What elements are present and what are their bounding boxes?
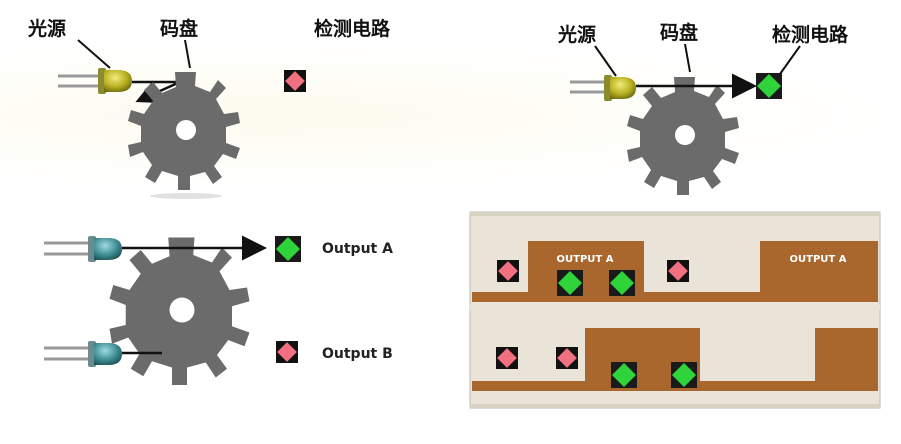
label-light-source: 光源 <box>558 24 597 46</box>
detector-diamond-icon <box>275 236 301 262</box>
detector-diamond-icon <box>497 260 519 282</box>
label-code-disc: 码盘 <box>160 18 199 40</box>
detector-diamond-icon <box>671 362 697 388</box>
detector-diamond-icon <box>609 270 635 296</box>
label-output-b: Output B <box>322 346 393 362</box>
top-right-scene <box>570 43 801 195</box>
bottom-left-scene <box>44 235 301 385</box>
detector-diamond-icon <box>557 270 583 296</box>
label-light-source: 光源 <box>28 18 67 40</box>
detector-diamond-icon <box>496 347 518 369</box>
channel-a-pulse-label: OUTPUT A <box>557 254 614 265</box>
detector-diamond-icon <box>276 341 298 363</box>
detector-diamond-icon <box>756 73 782 99</box>
channel-a-pulse-label: OUTPUT A <box>790 254 847 265</box>
detector-diamond-icon <box>611 362 637 388</box>
label-output-a: Output A <box>322 241 393 257</box>
top-left-scene <box>58 39 306 199</box>
detector-diamond-icon <box>556 347 578 369</box>
led-teal-icon <box>94 238 122 260</box>
detector-diamond-icon <box>284 70 306 92</box>
code-disc-icon <box>128 72 240 190</box>
led-yellow-icon <box>104 70 132 92</box>
code-disc-icon <box>627 77 739 195</box>
label-detect-circuit: 检测电路 <box>772 24 849 46</box>
label-detect-circuit: 检测电路 <box>314 18 391 40</box>
waveform-panel: OUTPUT A OUTPUT A <box>469 211 881 409</box>
label-code-disc: 码盘 <box>660 22 699 44</box>
led-teal-icon <box>94 343 122 365</box>
detector-diamond-icon <box>667 260 689 282</box>
code-disc-icon <box>109 237 250 385</box>
led-yellow-icon <box>610 77 636 99</box>
